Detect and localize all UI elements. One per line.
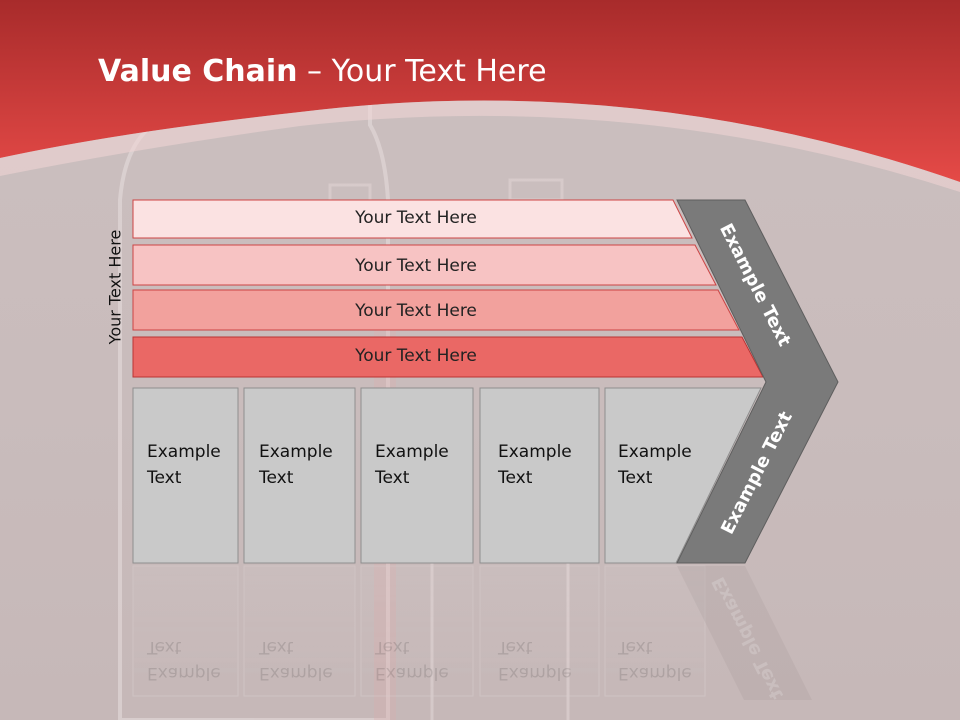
reflection [132,565,812,700]
row-label-2: Your Text Here [355,256,477,276]
activity-box-5 [604,387,762,564]
margin-chevron [676,199,839,564]
activity-box-3 [360,387,474,564]
row-label-1: Your Text Here [355,208,477,228]
title-bold: Value Chain [98,54,298,89]
row-label-4: Your Text Here [355,346,477,366]
activity-box-2 [243,387,356,564]
activity-box-4 [479,387,600,564]
side-label: Your Text Here [105,229,125,345]
activity-box-1 [132,387,239,564]
header-band [0,0,960,182]
title-rest: – Your Text Here [297,54,547,89]
row-bar-1 [132,199,693,239]
row-bar-3 [132,289,740,331]
header-swoosh [0,100,960,192]
row-label-3: Your Text Here [355,301,477,321]
page-title: Value Chain – Your Text Here [98,54,547,89]
row-bar-2 [132,244,717,286]
